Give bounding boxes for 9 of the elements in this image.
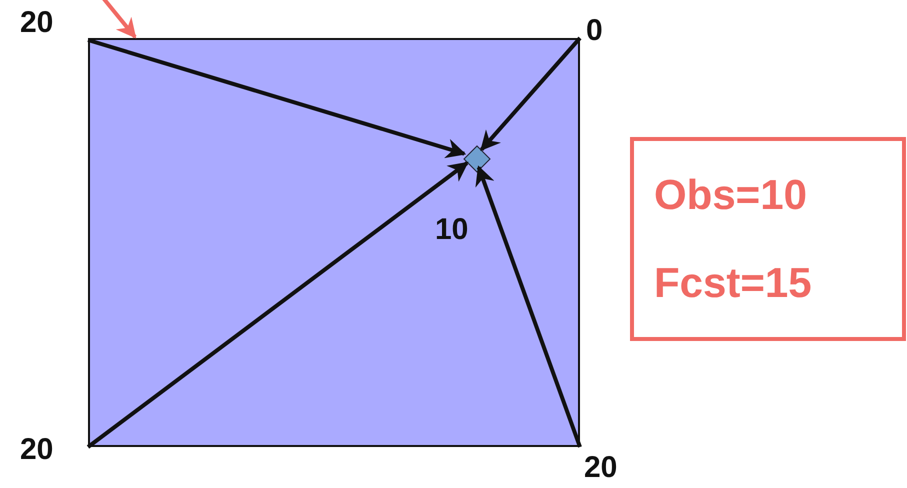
point-value: 10 [435,215,468,245]
value-text: Fcst=15 [654,259,813,307]
corner-value: 20 [20,435,54,465]
value-text: Obs=10 [654,171,808,219]
info-box [630,137,906,341]
grid-cell [88,38,580,447]
corner-value: 0 [586,16,603,46]
corner-value: 20 [20,8,54,38]
corner-value: 20 [584,453,618,483]
